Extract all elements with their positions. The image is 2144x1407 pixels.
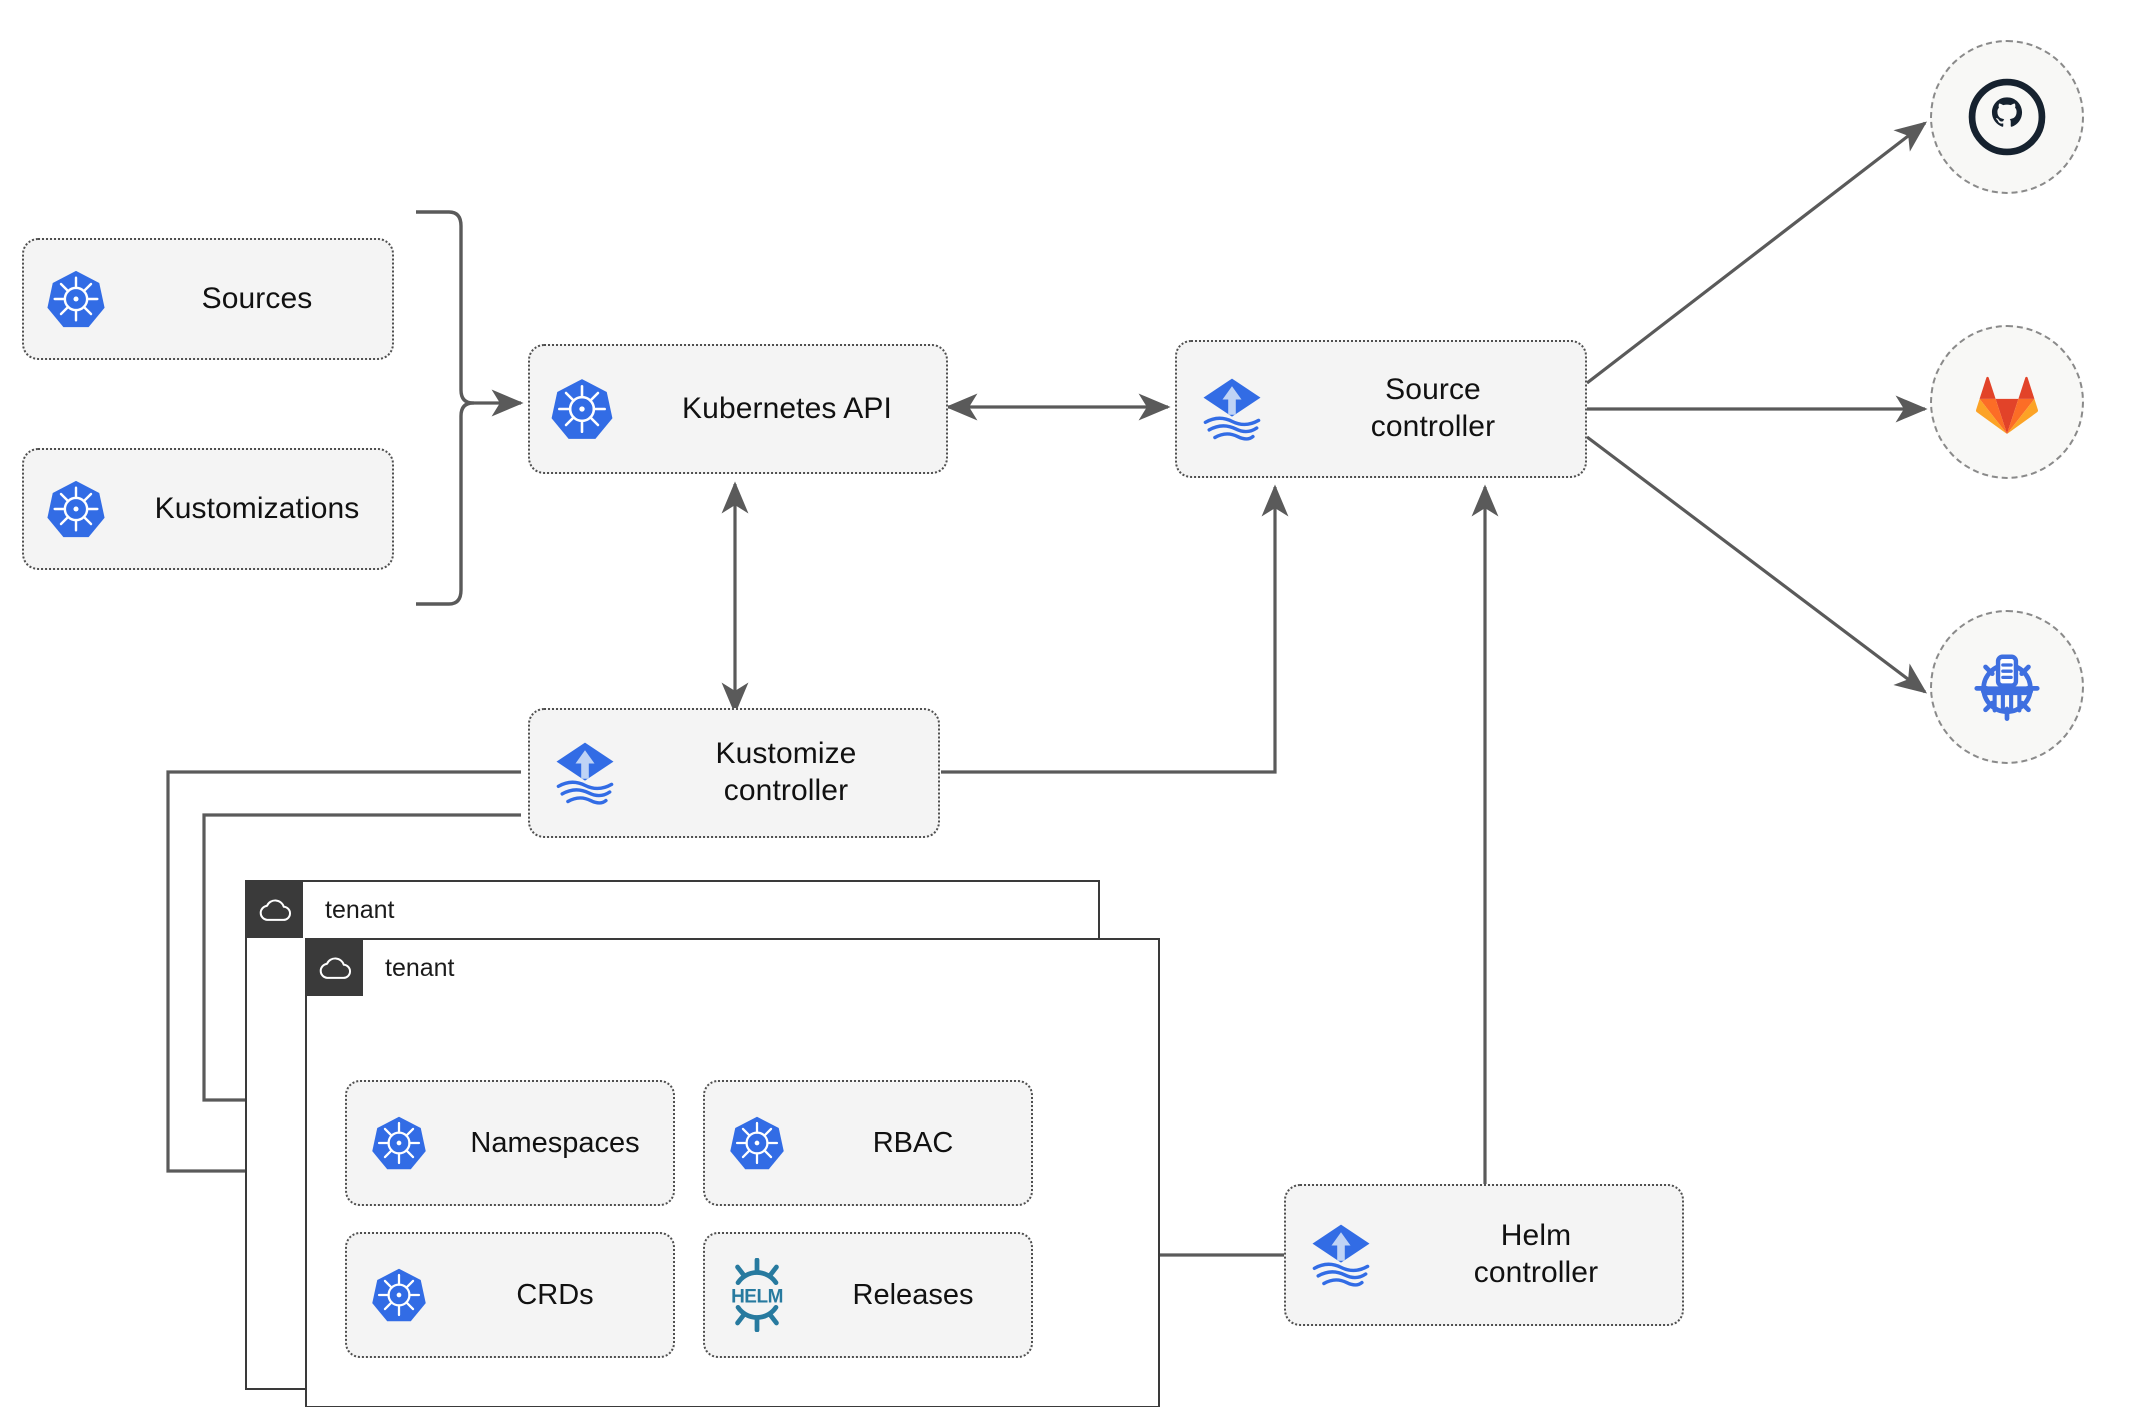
node-label: Sources	[201, 281, 313, 315]
node-kustomize-controller[interactable]: Kustomize controller	[528, 708, 940, 838]
flux-icon	[530, 735, 640, 811]
node-label-line2: controller	[1370, 410, 1496, 443]
node-label-line2: controller	[723, 774, 849, 807]
resource-label: Namespaces	[470, 1126, 640, 1159]
tenant-header: tenant	[247, 882, 395, 938]
tenant-header: tenant	[307, 940, 455, 996]
helm-icon: HELM	[705, 1258, 809, 1332]
resource-rbac[interactable]: RBAC	[703, 1080, 1033, 1206]
resource-namespaces[interactable]: Namespaces	[345, 1080, 675, 1206]
tenant-label: tenant	[325, 895, 395, 924]
gitlab-icon	[1976, 376, 2038, 435]
cloud-icon	[247, 882, 303, 938]
kubernetes-icon	[705, 1114, 809, 1172]
node-label: Helm controller	[1396, 1218, 1682, 1291]
tenant-container-front[interactable]: tenant	[305, 938, 1160, 1407]
bucket-icon	[1974, 654, 2040, 721]
node-label-line1: Source	[1385, 373, 1481, 407]
provider-bucket[interactable]	[1930, 610, 2084, 764]
node-source-controller[interactable]: Source controller	[1175, 340, 1587, 478]
provider-gitlab[interactable]	[1930, 325, 2084, 479]
node-kubernetes-api[interactable]: Kubernetes API	[528, 344, 948, 474]
kubernetes-icon	[347, 1114, 451, 1172]
node-label-line1: Kustomize	[715, 737, 857, 771]
kubernetes-icon	[24, 478, 128, 540]
resource-crds[interactable]: CRDs	[345, 1232, 675, 1358]
flux-icon	[1177, 371, 1287, 447]
resource-label: CRDs	[516, 1278, 594, 1311]
svg-text:HELM: HELM	[731, 1287, 783, 1308]
kubernetes-icon	[530, 376, 634, 442]
kubernetes-icon	[24, 268, 128, 330]
node-label: Kubernetes API	[682, 391, 892, 425]
node-label: Kustomize controller	[640, 736, 938, 809]
tenant-label: tenant	[385, 953, 455, 982]
node-kustomizations[interactable]: Kustomizations	[22, 448, 394, 570]
node-label: Source controller	[1287, 372, 1585, 445]
resource-label: Releases	[852, 1278, 974, 1311]
node-helm-controller[interactable]: Helm controller	[1284, 1184, 1684, 1326]
node-label-line2: controller	[1473, 1256, 1599, 1289]
kubernetes-icon	[347, 1266, 451, 1324]
node-label: Kustomizations	[154, 491, 360, 525]
tenant-resource-grid: Namespaces	[345, 1080, 1033, 1358]
github-icon	[1968, 78, 2046, 156]
node-label-line1: Helm	[1500, 1219, 1572, 1253]
flux-icon	[1286, 1217, 1396, 1293]
cloud-icon	[307, 940, 363, 996]
resource-label: RBAC	[872, 1126, 954, 1159]
provider-github[interactable]	[1930, 40, 2084, 194]
resource-releases[interactable]: HELM Releases	[703, 1232, 1033, 1358]
node-sources[interactable]: Sources	[22, 238, 394, 360]
